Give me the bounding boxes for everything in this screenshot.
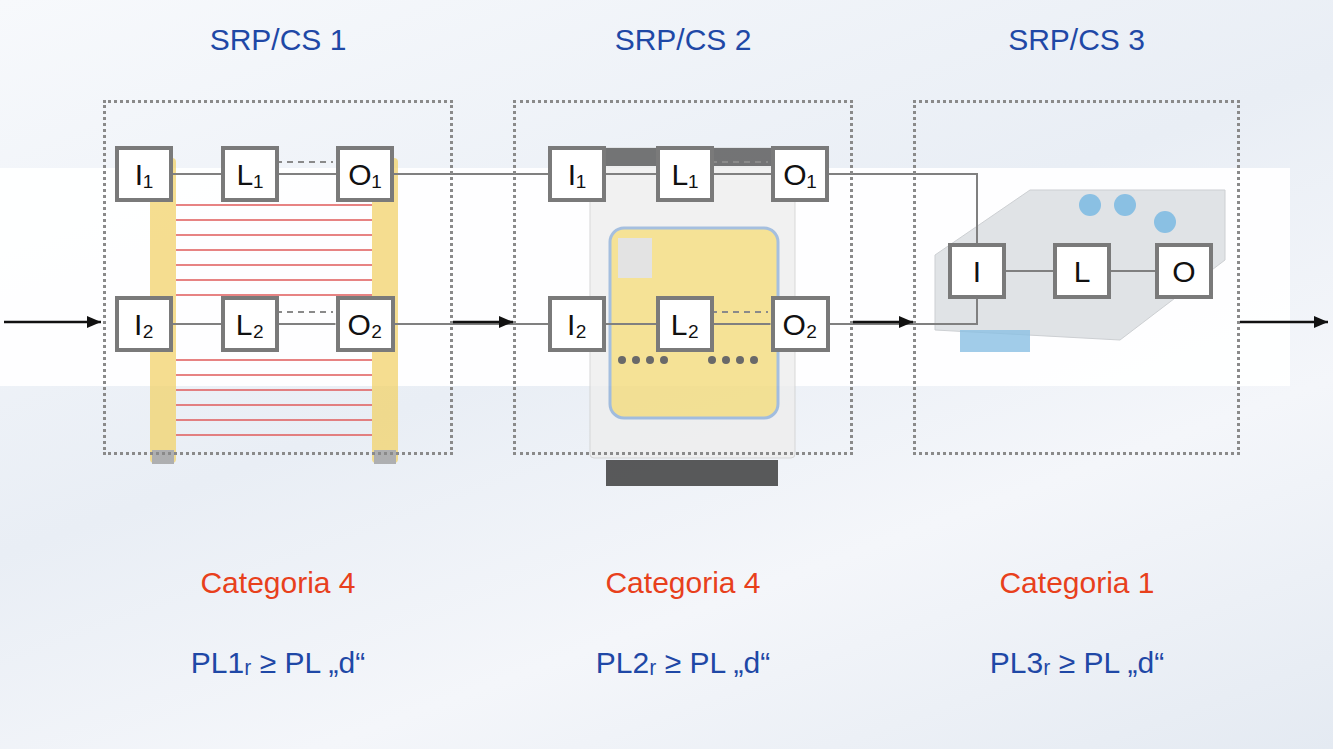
function-block: O₁ — [336, 146, 394, 202]
section-title: SRP/CS 2 — [615, 23, 752, 56]
signal-line — [279, 323, 336, 325]
signal-line — [1111, 270, 1155, 272]
srp-cs-box: SRP/CS 1I₁L₁O₁I₂L₂O₂ — [103, 100, 453, 455]
block-letter: O₂ — [783, 308, 818, 341]
signal-line — [279, 173, 336, 175]
relay-display — [618, 238, 652, 278]
function-block: O₂ — [336, 296, 395, 352]
signal-line — [173, 323, 221, 325]
category-label: Categoria 1 — [999, 566, 1154, 599]
function-block: O — [1155, 243, 1213, 299]
label-wrap: PL2ᵣ ≥ PL „d“ — [596, 646, 770, 680]
signal-line — [395, 323, 549, 325]
signal-line — [606, 173, 656, 175]
signal-line — [714, 173, 771, 175]
valve-port — [1079, 194, 1101, 216]
flow-arrow — [853, 321, 913, 324]
signal-line — [1006, 270, 1053, 272]
block-letter: L₂ — [236, 308, 264, 341]
block-letter: I₂ — [567, 308, 587, 341]
block-letter: I — [973, 255, 981, 288]
category-label: Categoria 4 — [200, 566, 355, 599]
function-block: I — [948, 243, 1006, 299]
valve-body — [935, 190, 1225, 340]
block-letter: L₁ — [672, 158, 699, 191]
block-letter: I₂ — [134, 308, 154, 341]
function-block: I₂ — [115, 296, 173, 352]
valve-port — [1114, 194, 1136, 216]
relay-leds — [618, 356, 758, 364]
block-letter: I₁ — [135, 158, 153, 191]
performance-level: PL1ᵣ ≥ PL „d“ — [191, 646, 365, 679]
block-letter: O — [1172, 255, 1195, 288]
signal-line — [394, 173, 548, 175]
label-wrap: PL3ᵣ ≥ PL „d“ — [990, 646, 1164, 680]
section-title-wrap: SRP/CS 1 — [106, 23, 450, 57]
relay-terminals — [606, 460, 778, 486]
block-letter: O₂ — [348, 308, 383, 341]
function-block: I₁ — [115, 146, 173, 202]
function-block: L₂ — [221, 296, 279, 352]
valve-fitting — [960, 330, 1030, 352]
section-title: SRP/CS 3 — [1008, 23, 1145, 56]
block-letter: L₁ — [237, 158, 264, 191]
category-label: Categoria 4 — [605, 566, 760, 599]
function-block: L₂ — [656, 296, 714, 352]
label-wrap: PL1ᵣ ≥ PL „d“ — [191, 646, 365, 680]
signal-line — [173, 173, 221, 175]
function-block: L₁ — [221, 146, 279, 202]
signal-line — [606, 323, 656, 325]
block-letter: O₁ — [783, 158, 816, 191]
label-wrap: Categoria 1 — [999, 566, 1154, 600]
function-block: O₂ — [771, 296, 830, 352]
valve-port — [1154, 211, 1176, 233]
function-block: O₁ — [771, 146, 829, 202]
input-arrow — [4, 321, 101, 324]
block-letter: L — [1074, 255, 1091, 288]
label-wrap: Categoria 4 — [200, 566, 355, 600]
valve-picture — [935, 190, 1225, 352]
light-curtain-picture — [150, 158, 398, 464]
output-arrow — [1240, 321, 1328, 324]
label-wrap: Categoria 4 — [605, 566, 760, 600]
section-title-wrap: SRP/CS 2 — [516, 23, 850, 57]
function-block: L₁ — [656, 146, 714, 202]
flow-arrow — [453, 321, 513, 324]
function-block: L — [1053, 243, 1111, 299]
function-block: I₂ — [548, 296, 606, 352]
block-letter: O₁ — [348, 158, 381, 191]
function-block: I₁ — [548, 146, 606, 202]
srp-cs-box: SRP/CS 3ILO — [913, 100, 1240, 455]
srp-cs-box: SRP/CS 2I₁L₁O₁I₂L₂O₂ — [513, 100, 853, 455]
performance-level: PL2ᵣ ≥ PL „d“ — [596, 646, 770, 679]
performance-level: PL3ᵣ ≥ PL „d“ — [990, 646, 1164, 679]
block-letter: L₂ — [671, 308, 699, 341]
section-title: SRP/CS 1 — [210, 23, 347, 56]
block-letter: I₁ — [568, 158, 586, 191]
section-title-wrap: SRP/CS 3 — [916, 23, 1237, 57]
signal-line — [714, 323, 771, 325]
